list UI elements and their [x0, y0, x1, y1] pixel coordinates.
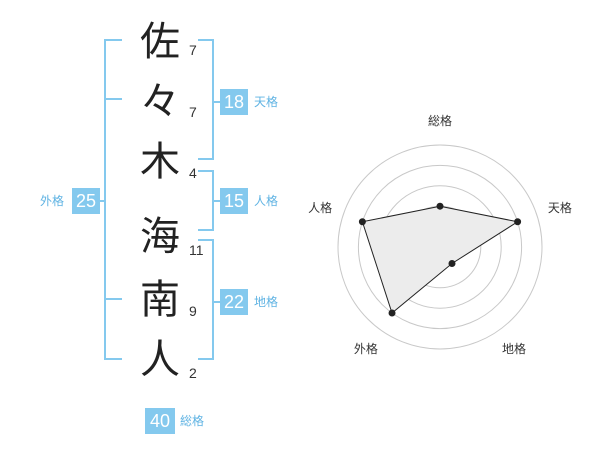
jinkaku-value: 15 — [220, 188, 248, 214]
tenkaku-bracket-top — [198, 39, 214, 41]
stroke-count-5: 9 — [189, 303, 197, 319]
radar-point-5 — [358, 218, 366, 226]
gaikaku-bracket-mid2 — [104, 298, 122, 300]
soukaku-label: 総格 — [180, 414, 205, 428]
radar-point-2 — [514, 218, 522, 226]
radar-points — [358, 202, 522, 317]
radar-area — [361, 205, 519, 314]
radar-point-4 — [388, 309, 396, 317]
radar-axis-label-5: 人格 — [308, 200, 332, 215]
stroke-count-3: 4 — [189, 165, 197, 181]
gaikaku-bracket-stub — [98, 200, 106, 202]
radar-point-3 — [448, 260, 456, 268]
gaikaku-bracket-top — [104, 39, 122, 41]
tenkaku-bracket-bottom — [198, 158, 214, 160]
chikaku-bracket-top — [198, 239, 214, 241]
stroke-count-1: 7 — [189, 42, 197, 58]
stroke-count-6: 2 — [189, 365, 197, 381]
chikaku-value: 22 — [220, 289, 248, 315]
name-char-1: 佐 — [140, 19, 180, 65]
radar-axis-label-3: 地格 — [502, 341, 526, 356]
chikaku-bracket-stub — [212, 301, 220, 303]
tenkaku-bracket-line — [212, 39, 214, 160]
tenkaku-label: 天格 — [254, 95, 279, 109]
chikaku-bracket-line — [212, 239, 214, 360]
gaikaku-label: 外格 — [40, 194, 65, 208]
radar-point-1 — [436, 202, 444, 210]
radar-axis-label-4: 外格 — [354, 341, 378, 356]
tenkaku-value: 18 — [220, 89, 248, 115]
stroke-count-4: 11 — [189, 242, 204, 258]
name-char-2: 々 — [140, 79, 180, 125]
gaikaku-bracket-bottom — [104, 358, 122, 360]
tenkaku-bracket-stub — [212, 101, 220, 103]
stroke-count-2: 7 — [189, 104, 197, 120]
chikaku-label: 地格 — [254, 295, 279, 309]
gaikaku-bracket-mid1 — [104, 98, 122, 100]
name-char-5: 南 — [140, 277, 180, 323]
gaikaku-value: 25 — [72, 188, 100, 214]
radar-axis-label-1: 総格 — [428, 113, 452, 128]
jinkaku-bracket-bottom — [198, 229, 214, 231]
soukaku-value: 40 — [145, 408, 175, 434]
jinkaku-bracket-stub — [212, 200, 220, 202]
jinkaku-bracket-top — [198, 170, 214, 172]
radar-ring-5 — [337, 144, 543, 350]
radar-ring-4 — [357, 164, 523, 330]
gaikaku-bracket-line — [104, 39, 106, 360]
name-char-3: 木 — [140, 139, 180, 185]
jinkaku-label: 人格 — [254, 194, 279, 208]
chikaku-bracket-bottom — [198, 358, 214, 360]
radar-axis-label-2: 天格 — [548, 200, 572, 215]
name-char-6: 人 — [140, 337, 180, 383]
name-char-4: 海 — [140, 214, 180, 260]
